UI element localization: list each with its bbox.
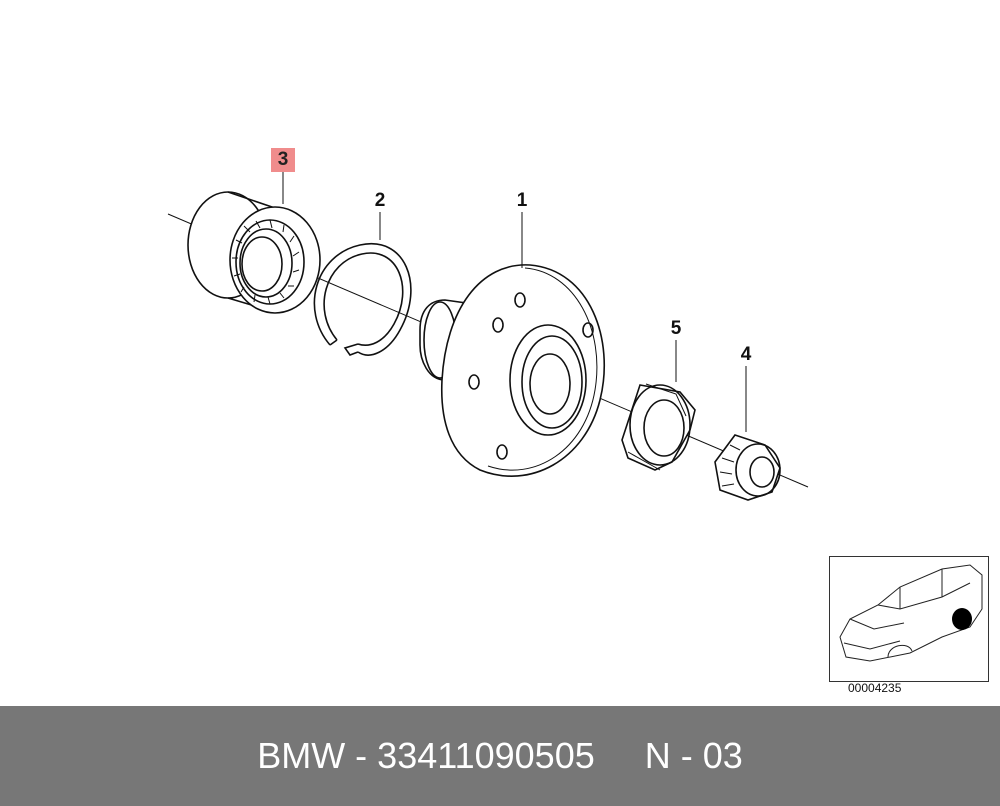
footer-bar: BMW - 33411090505 N - 03 xyxy=(0,706,1000,806)
part-1-wheel-hub xyxy=(419,264,606,477)
part-number-caption: BMW - 33411090505 N - 03 xyxy=(257,735,743,776)
part-4-collar-nut xyxy=(714,434,781,501)
part-5-sleeve xyxy=(621,383,696,471)
inset-diagram-code: 00004235 xyxy=(848,681,902,695)
callout-2[interactable]: 2 xyxy=(374,190,386,211)
part-2-circlip xyxy=(313,242,412,356)
callout-5[interactable]: 5 xyxy=(670,318,682,339)
callout-leader-lines xyxy=(282,172,747,432)
callout-1[interactable]: 1 xyxy=(516,190,528,211)
car-outline-image xyxy=(839,564,983,662)
callout-3[interactable]: 3 xyxy=(271,148,295,172)
exploded-parts-diagram xyxy=(167,172,809,501)
part-3-wheel-bearing xyxy=(187,191,321,314)
callout-4[interactable]: 4 xyxy=(740,344,752,365)
vehicle-location-inset xyxy=(829,556,989,682)
